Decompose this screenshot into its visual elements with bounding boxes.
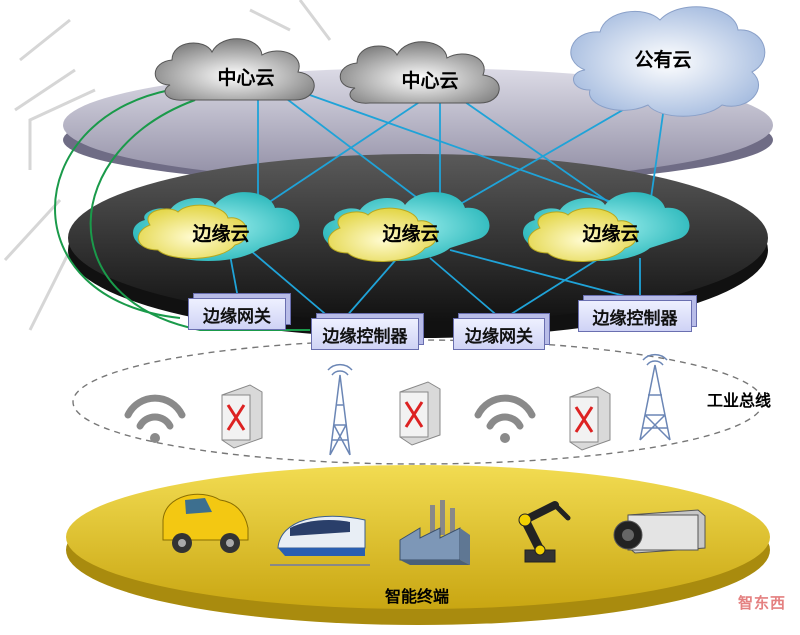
center-cloud-1-label: 中心云 [217, 66, 274, 89]
edge-controller-1-box: 边缘控制器 [311, 318, 419, 350]
car-icon [162, 493, 249, 553]
background-watermark-strokes [3, 0, 332, 331]
wifi-icon [474, 394, 536, 443]
edge-cloud-1-label: 边缘云 [191, 223, 249, 245]
factory-icon [399, 500, 470, 565]
edge-gateway-1-label: 边缘网关 [203, 306, 271, 327]
network-links [229, 87, 666, 319]
antenna-tower-icon [327, 363, 353, 456]
cloud-edge-3 [523, 192, 690, 262]
cloud-center-2 [339, 41, 500, 104]
green-links [54, 89, 310, 331]
edge-controller-2-label: 边缘控制器 [592, 308, 678, 329]
cloud-edge-2 [323, 192, 490, 262]
wifi-icon [124, 394, 186, 443]
cloud-center-1 [154, 38, 315, 101]
switch-icon [399, 381, 441, 446]
cloud-edge-1 [133, 192, 300, 262]
robot-arm-icon [518, 501, 571, 563]
edge-controller-2-box: 边缘控制器 [578, 300, 692, 332]
center-cloud-2-label: 中心云 [401, 69, 458, 92]
cloud-public [570, 6, 766, 117]
edge-gateway-2-label: 边缘网关 [465, 326, 533, 347]
terminal-label: 智能终端 [385, 587, 449, 606]
switch-icon [569, 386, 611, 451]
public-cloud-label: 公有云 [634, 48, 691, 71]
train-icon [270, 515, 370, 566]
edge-gateway-1-box: 边缘网关 [188, 298, 286, 330]
industrial-bus-label: 工业总线 [707, 391, 771, 410]
edge-cloud-3-label: 边缘云 [581, 223, 639, 245]
antenna-tower-icon [639, 353, 671, 441]
edge-controller-1-label: 边缘控制器 [322, 326, 408, 347]
switch-icon [221, 384, 263, 449]
watermark-logo: 智东西 [737, 594, 786, 612]
edge-cloud-2-label: 边缘云 [381, 223, 439, 245]
edge-gateway-2-box: 边缘网关 [453, 318, 545, 350]
camera-icon [613, 509, 706, 554]
